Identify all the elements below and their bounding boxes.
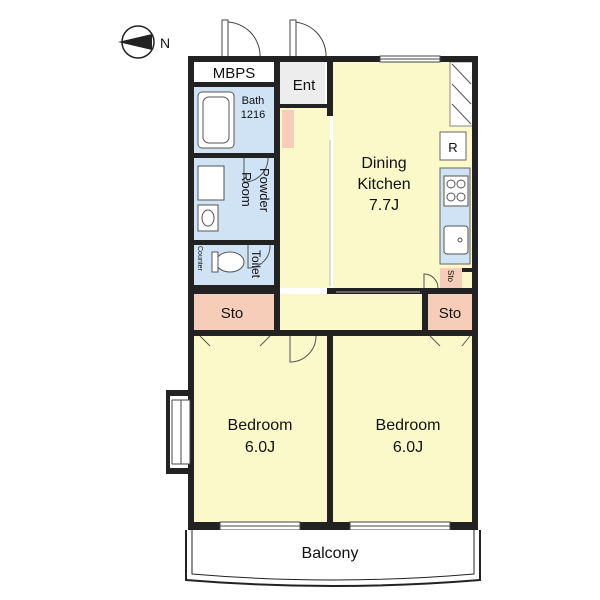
dining-kitchen-label-line1: Dining <box>361 155 406 172</box>
storage-left-area <box>194 294 274 330</box>
compass: N <box>118 25 170 59</box>
kitchen-sink-icon <box>443 225 469 255</box>
storage-right-label: Sto <box>439 305 462 322</box>
powder-room-label-group: Powder <box>257 168 272 213</box>
hallway-area <box>280 294 422 330</box>
interior-door-swings <box>199 157 471 363</box>
dining-kitchen-size: 7.7J <box>369 197 399 214</box>
bedroom-right-size: 6.0J <box>393 439 423 456</box>
bath-size-label: 1216 <box>241 109 265 121</box>
shoe-cabinet <box>282 110 294 148</box>
toilet-bowl-icon <box>215 251 245 273</box>
refrigerator-box <box>439 131 467 161</box>
storage-right-area <box>428 294 473 330</box>
powder-room-label-line2: Room <box>239 172 254 207</box>
balcony <box>185 530 481 587</box>
counter-label: Counter <box>196 246 203 272</box>
dining-kitchen-label-line2: Kitchen <box>357 176 410 193</box>
walls <box>166 56 478 530</box>
entrance-area <box>280 62 325 108</box>
small-storage-label: Sto <box>446 270 455 283</box>
mbps-label: MBPS <box>213 65 256 82</box>
balcony-label: Balcony <box>302 545 359 562</box>
small-storage-area <box>440 268 462 290</box>
windows <box>171 55 451 531</box>
entrance-door-swings <box>221 19 327 59</box>
bedroom-right-area <box>333 336 473 522</box>
balcony-outline <box>185 530 481 587</box>
room-labels: MBPS Ent Bath 1216 Powder Room Counter T… <box>196 65 461 562</box>
mbps-area <box>194 62 274 82</box>
compass-label: N <box>160 35 170 51</box>
storage-left-label: Sto <box>221 305 244 322</box>
entrance-label: Ent <box>293 77 316 94</box>
bedroom-left-area <box>194 336 327 522</box>
stove-icon <box>443 175 469 207</box>
compass-arrow-icon <box>118 34 152 50</box>
bedroom-left-label: Bedroom <box>228 417 293 434</box>
bath-label: Bath <box>242 95 265 107</box>
bedroom-right-label: Bedroom <box>376 417 441 434</box>
washing-machine-icon <box>197 165 225 201</box>
refrigerator-label: R <box>448 140 457 155</box>
toilet-label: Toilet <box>249 250 263 279</box>
powder-room-label-line1: Powder <box>257 168 272 213</box>
fixtures <box>197 63 472 273</box>
bedroom-left-size: 6.0J <box>245 439 275 456</box>
compass-circle <box>121 25 155 59</box>
